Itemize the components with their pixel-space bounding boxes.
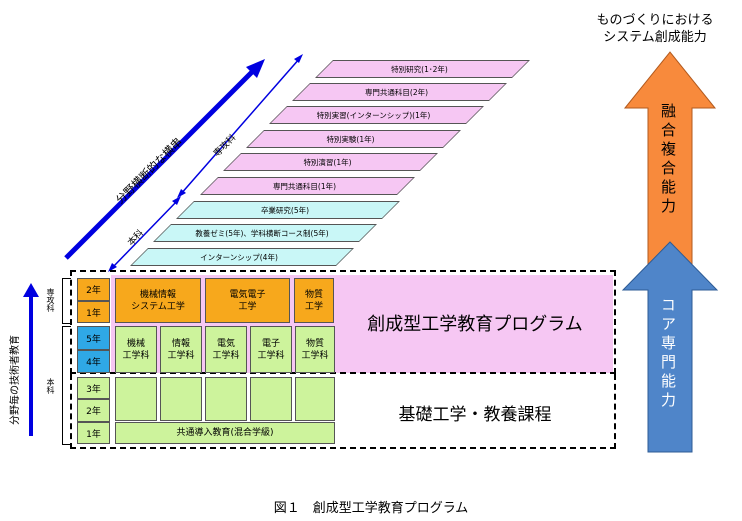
- top-right-label: ものづくりにおける システム創成能力: [575, 12, 735, 46]
- course-5: 特別演習(1年): [223, 153, 438, 171]
- senkou-program-mechinfo: 機械情報システム工学: [115, 278, 201, 323]
- course-1: 特別研究(1･2年): [315, 60, 530, 78]
- top-right-label-line2: システム創成能力: [603, 30, 707, 45]
- course-2: 専門共通科目(2年): [292, 83, 507, 101]
- dept-mech-lower: [115, 377, 157, 421]
- course-7: 卒業研究(5年): [176, 201, 400, 219]
- course-4: 特別実験(1年): [246, 130, 461, 148]
- upper-arrow-label: 融合複合能力: [659, 103, 677, 217]
- side-label-senkou: 専攻科: [46, 288, 55, 312]
- course-3: 特別実習(インターンシップ)(1年): [269, 106, 484, 124]
- top-right-label-line1: ものづくりにおける: [596, 13, 714, 28]
- course-9: インターンシップ(4年): [130, 248, 354, 266]
- lower-arrow: [621, 241, 719, 453]
- dept-material-lower: [295, 377, 335, 421]
- dept-electronics-lower: [250, 377, 292, 421]
- year-honka-5: 5年: [77, 326, 110, 350]
- basic-title: 基礎工学・教養課程: [398, 405, 552, 425]
- dept-material: 物質工学科: [295, 326, 335, 373]
- program-frame: [70, 270, 616, 374]
- program-title: 創成型工学教育プログラム: [367, 314, 583, 335]
- year-senkou-1: 1年: [77, 301, 110, 323]
- lower-arrow-label: コア専門能力: [659, 297, 677, 411]
- common-intro: 共通導入教育(混合学級): [115, 422, 335, 444]
- honka-bracket: [62, 326, 71, 445]
- dept-electronics: 電子工学科: [250, 326, 292, 373]
- figure-caption: 図１ 創成型工学教育プログラム: [273, 501, 469, 516]
- side-label-honka: 本科: [46, 378, 55, 394]
- dept-elec: 電気工学科: [205, 326, 247, 373]
- year-honka-3: 3年: [77, 377, 110, 399]
- year-honka-2: 2年: [77, 399, 110, 422]
- senkou-program-material: 物質工学: [294, 278, 334, 323]
- honka-diag-arrow: [108, 196, 181, 272]
- left-axis-arrow: [23, 283, 39, 436]
- year-senkou-2: 2年: [77, 278, 110, 301]
- year-honka-1: 1年: [77, 422, 110, 444]
- course-6: 専門共通科目(1年): [200, 177, 415, 195]
- dept-info: 情報工学科: [160, 326, 202, 373]
- right-arrows: [621, 51, 719, 453]
- senkou-program-elec: 電気電子工学: [205, 278, 290, 323]
- basic-frame: [70, 374, 616, 449]
- senkou-bracket: [62, 278, 71, 324]
- course-8: 教養ゼミ(5年)、学科横断コース制(5年): [153, 224, 377, 242]
- dept-elec-lower: [205, 377, 247, 421]
- upper-diag-arrow: [64, 59, 265, 260]
- upper-arrow: [623, 51, 717, 291]
- dept-mech: 機械工学科: [115, 326, 157, 373]
- year-honka-4: 4年: [77, 350, 110, 373]
- dept-info-lower: [160, 377, 202, 421]
- senkou-diag-arrow: [177, 54, 303, 198]
